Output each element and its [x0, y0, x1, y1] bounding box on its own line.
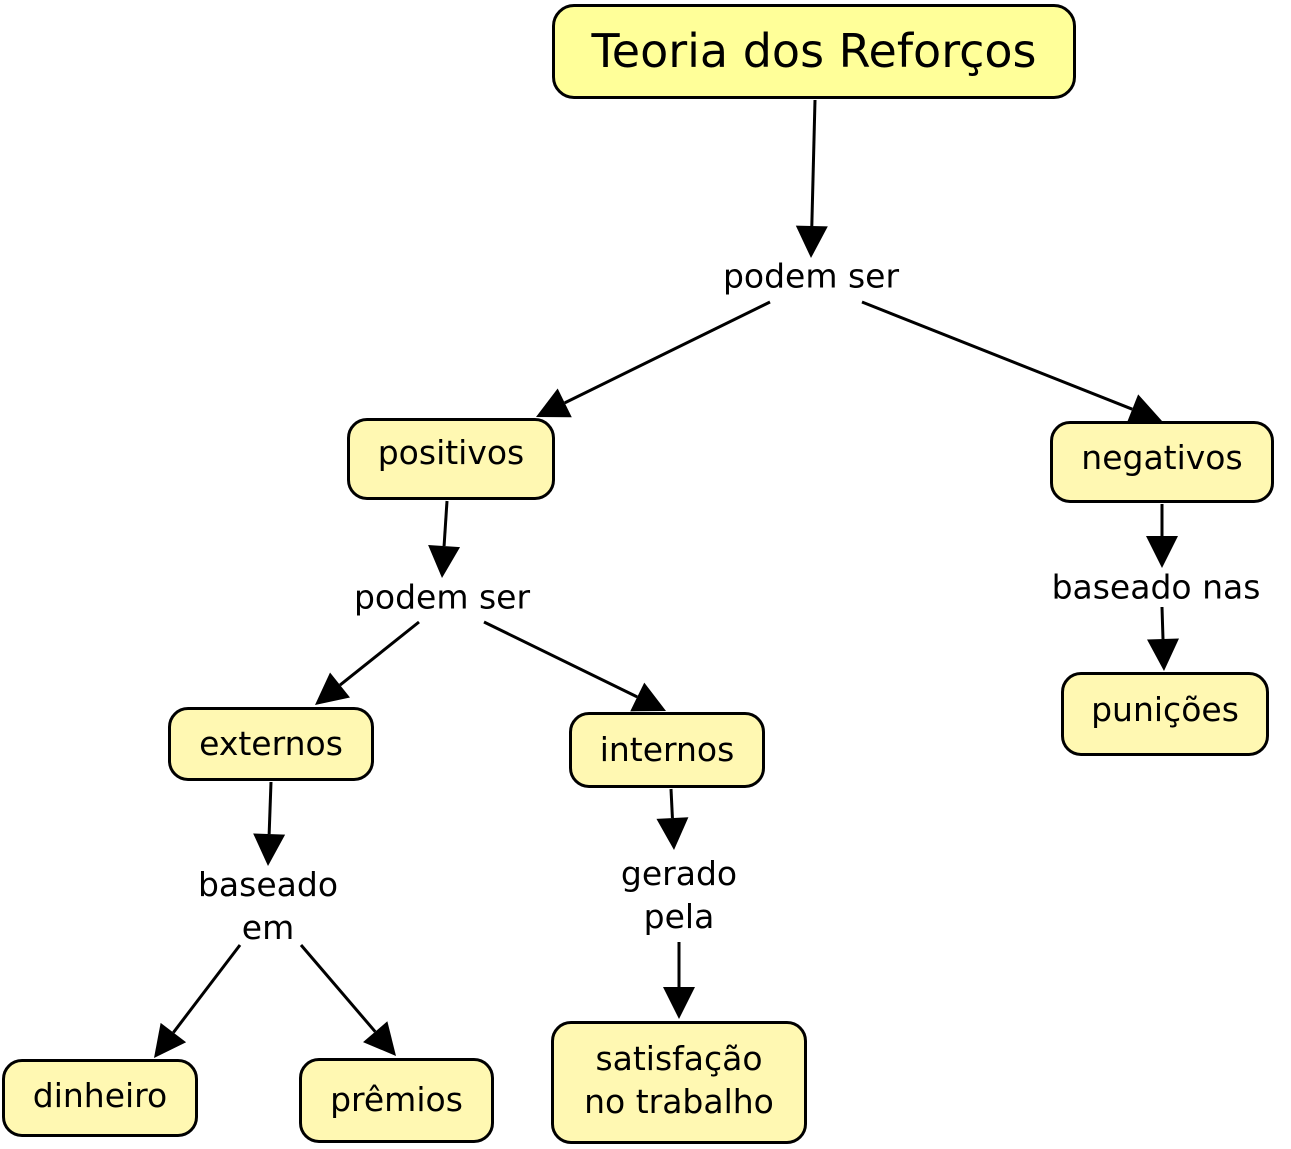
arrowhead-icon: [315, 672, 350, 705]
arrowhead-icon: [795, 225, 828, 258]
arrowhead-icon: [253, 833, 286, 866]
concept-label: satisfação no trabalho: [584, 1038, 774, 1121]
concept-negativos[interactable]: negativos: [1050, 421, 1274, 503]
concept-label: negativos: [1081, 437, 1243, 477]
arrowhead-icon: [1147, 638, 1179, 671]
connection-line-l3-to-punicoes: [1160, 606, 1165, 640]
connection-line-l2-to-internos: [483, 620, 638, 699]
concept-label: dinheiro: [32, 1075, 168, 1115]
concept-positivos[interactable]: positivos: [347, 418, 555, 500]
arrowhead-icon: [663, 987, 695, 1019]
connection-line-l4-to-premios: [299, 944, 377, 1033]
concept-dinheiro[interactable]: dinheiro: [2, 1059, 198, 1137]
concept-label: externos: [199, 723, 343, 763]
concept-satisfacao[interactable]: satisfação no trabalho: [551, 1021, 807, 1144]
connection-line-l2-to-externos: [339, 620, 420, 687]
arrowhead-icon: [1126, 394, 1162, 425]
connection-line-l4-to-dinheiro: [172, 944, 242, 1034]
connection-line-l1-to-positivos: [564, 300, 771, 405]
linking-phrase-gerado-pela: gerado pela: [620, 854, 738, 936]
linking-phrase-podem-ser-2: podem ser: [353, 577, 531, 617]
linking-phrase-baseado-nas: baseado nas: [1051, 567, 1261, 607]
concept-punicoes[interactable]: punições: [1061, 672, 1269, 756]
concept-label: prêmios: [330, 1080, 463, 1120]
connection-line-l1-to-negativos: [861, 300, 1133, 411]
concept-label: positivos: [377, 432, 525, 472]
concept-externos[interactable]: externos: [168, 707, 374, 781]
linking-phrase-baseado-em: baseado em: [197, 865, 339, 947]
arrowhead-icon: [363, 1021, 396, 1056]
linking-phrase-podem-ser-1: podem ser: [722, 256, 900, 296]
concept-internos[interactable]: internos: [569, 712, 765, 788]
connection-line-positivos-to-l2: [442, 500, 449, 547]
connection-line-externos-to-l4: [267, 781, 273, 835]
concept-label: internos: [599, 729, 735, 769]
concept-label: punições: [1091, 689, 1239, 729]
arrowhead-icon: [1146, 536, 1178, 568]
arrowhead-icon: [154, 1022, 187, 1058]
connection-line-teoria-to-l1: [810, 99, 817, 227]
arrowhead-icon: [536, 388, 572, 418]
concept-teoria[interactable]: Teoria dos Reforços: [552, 4, 1076, 99]
arrowhead-icon: [630, 682, 666, 712]
arrowhead-icon: [656, 817, 689, 850]
connection-line-internos-to-l5: [669, 788, 674, 819]
concept-label: Teoria dos Reforços: [591, 23, 1037, 78]
arrowhead-icon: [428, 545, 461, 578]
concept-premios[interactable]: prêmios: [299, 1058, 494, 1143]
